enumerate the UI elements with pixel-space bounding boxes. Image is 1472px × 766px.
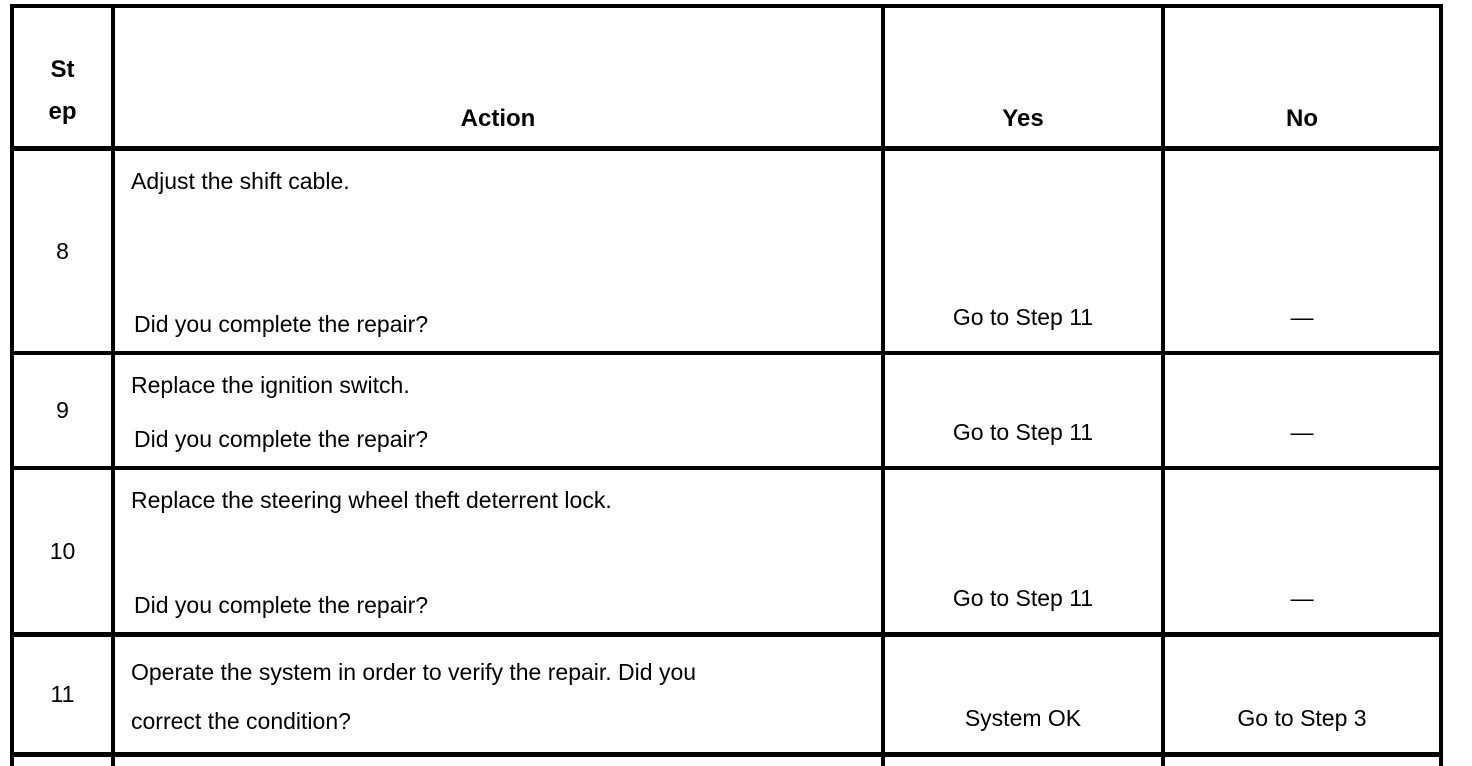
action-instruction: Operate the system in order to verify th… — [131, 658, 697, 734]
action-cell: Adjust the shift cable. Did you complete… — [115, 151, 885, 351]
no-cell: — — [1165, 355, 1439, 466]
step-cell: 10 — [14, 470, 115, 632]
header-action-label: Action — [460, 105, 536, 132]
no-value: Go to Step 3 — [1237, 705, 1367, 731]
header-cell-action: Action — [115, 8, 885, 146]
table-row-cutoff — [14, 757, 1439, 766]
action-question: Did you complete the repair? — [134, 426, 429, 452]
yes-cell — [885, 757, 1165, 766]
step-cell: 11 — [14, 637, 115, 752]
step-cell: 9 — [14, 355, 115, 466]
header-yes-label: Yes — [1002, 105, 1044, 132]
action-instruction: Replace the ignition switch. — [131, 372, 410, 398]
action-cell — [115, 757, 885, 766]
action-instruction: Replace the steering wheel theft deterre… — [131, 487, 612, 513]
no-cell — [1165, 757, 1439, 766]
diagnostic-table: St ep Action Yes No 8 Adjust the shift c… — [10, 4, 1443, 766]
header-row: St ep Action Yes No — [14, 8, 1439, 151]
no-value: — — [1290, 419, 1314, 445]
step-cell — [14, 757, 115, 766]
yes-cell: Go to Step 11 — [885, 470, 1165, 632]
header-step-line1: St — [50, 56, 75, 83]
table-row: 10 Replace the steering wheel theft dete… — [14, 470, 1439, 637]
header-cell-no: No — [1165, 8, 1439, 146]
no-cell: — — [1165, 151, 1439, 351]
header-step-line2: ep — [48, 98, 77, 125]
yes-cell: Go to Step 11 — [885, 151, 1165, 351]
action-cell: Replace the ignition switch. Did you com… — [115, 355, 885, 466]
yes-value: Go to Step 11 — [952, 304, 1094, 330]
step-number: 11 — [50, 681, 75, 707]
yes-cell: System OK — [885, 637, 1165, 752]
yes-value: Go to Step 11 — [952, 419, 1094, 445]
action-cell: Operate the system in order to verify th… — [115, 637, 885, 752]
action-question: Did you complete the repair? — [134, 311, 429, 337]
step-cell: 8 — [14, 151, 115, 351]
action-instruction: Adjust the shift cable. — [131, 168, 350, 194]
table-row: 8 Adjust the shift cable. Did you comple… — [14, 151, 1439, 355]
no-value: — — [1290, 585, 1314, 611]
table-row: 9 Replace the ignition switch. Did you c… — [14, 355, 1439, 470]
header-step-label: St ep — [48, 49, 76, 133]
header-cell-step: St ep — [14, 8, 115, 146]
no-cell: Go to Step 3 — [1165, 637, 1439, 752]
yes-value: System OK — [964, 705, 1082, 731]
no-value: — — [1290, 304, 1314, 330]
yes-value: Go to Step 11 — [952, 585, 1094, 611]
yes-cell: Go to Step 11 — [885, 355, 1165, 466]
step-number: 9 — [56, 397, 69, 423]
action-question: Did you complete the repair? — [134, 592, 429, 618]
step-number: 8 — [56, 237, 69, 264]
step-number: 10 — [49, 537, 76, 564]
header-cell-yes: Yes — [885, 8, 1165, 146]
header-no-label: No — [1286, 105, 1318, 132]
action-cell: Replace the steering wheel theft deterre… — [115, 470, 885, 632]
table-row: 11 Operate the system in order to verify… — [14, 637, 1439, 757]
no-cell: — — [1165, 470, 1439, 632]
